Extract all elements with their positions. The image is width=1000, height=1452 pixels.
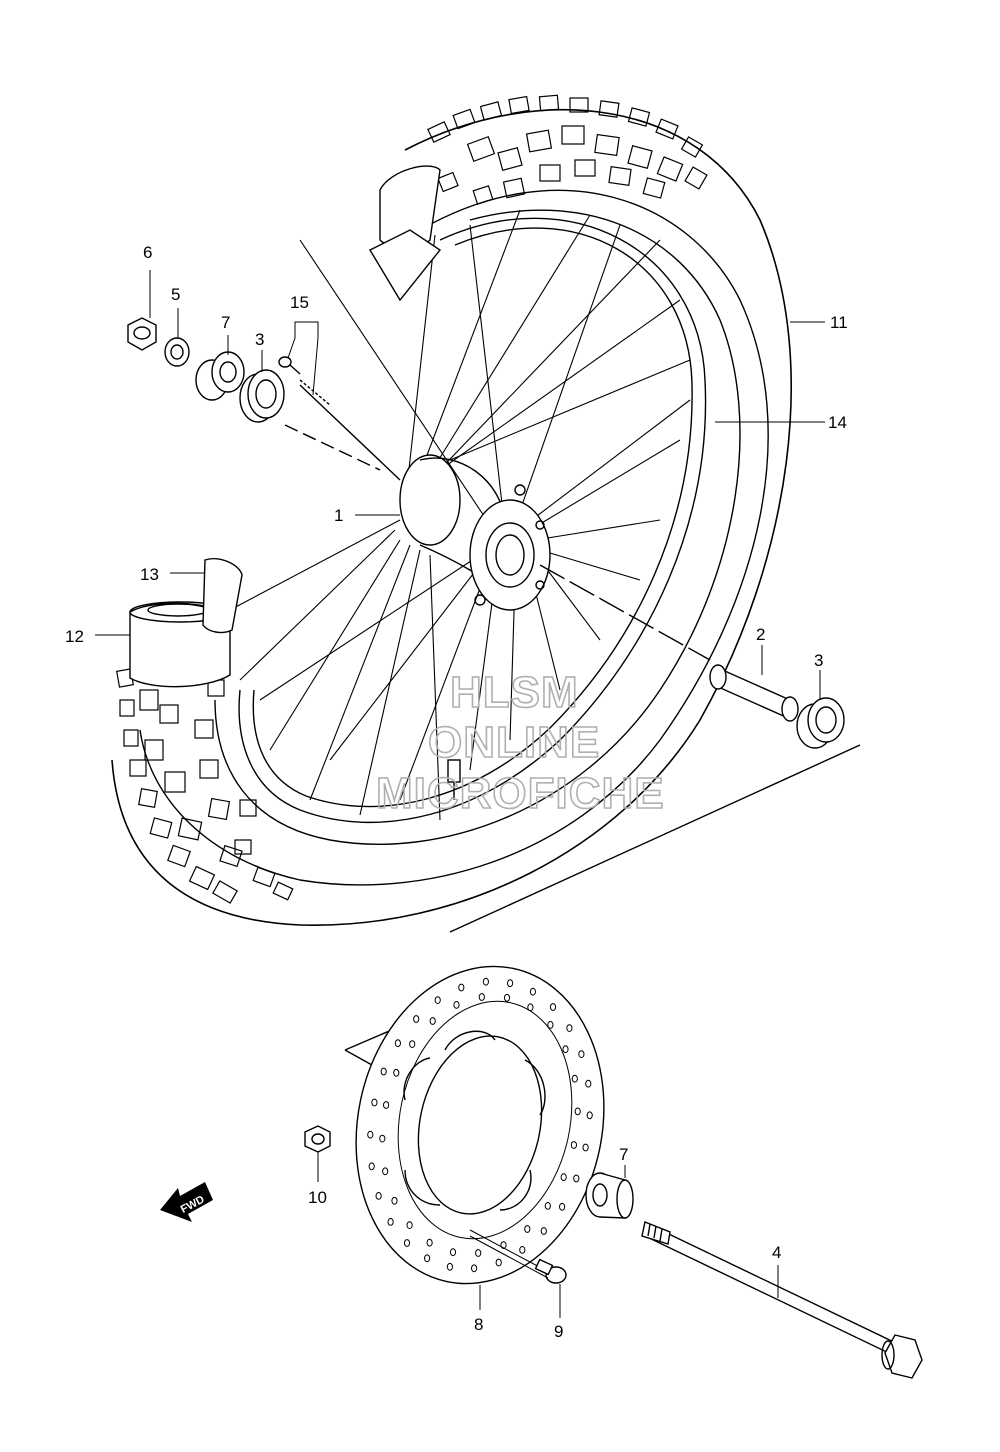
- disc-hole: [578, 1050, 585, 1058]
- disc-hole: [549, 1003, 557, 1011]
- callout-6: 6: [143, 243, 152, 262]
- spokes: [229, 209, 691, 821]
- disc-hole: [453, 1001, 460, 1009]
- watermark-line-1: HLSM: [450, 668, 579, 717]
- callout-8: 8: [474, 1315, 483, 1334]
- rim: [238, 217, 707, 824]
- callout-1: 1: [334, 506, 343, 525]
- disc-hole: [449, 1248, 457, 1257]
- disc-hole: [519, 1246, 526, 1254]
- callout-15: 15: [290, 293, 309, 312]
- hub: [399, 454, 551, 611]
- callout-7-left: 7: [221, 313, 230, 332]
- disc-hole: [478, 993, 485, 1001]
- disc-hole: [403, 1239, 411, 1247]
- callout-7-right: 7: [619, 1145, 628, 1164]
- callout-11: 11: [830, 313, 848, 332]
- callout-9: 9: [554, 1322, 563, 1341]
- disc-hole: [458, 983, 465, 992]
- callout-3-left: 3: [255, 330, 264, 349]
- axle-4: [641, 1221, 923, 1379]
- disc-hole: [382, 1167, 389, 1176]
- disc-hole: [544, 1202, 551, 1210]
- disc-hole: [503, 993, 511, 1002]
- disc-hole: [586, 1111, 593, 1120]
- fwd-arrow-icon: FWD: [160, 1182, 213, 1222]
- disc-hole: [495, 1258, 502, 1267]
- disc-hole: [426, 1238, 433, 1247]
- nut-6: [127, 317, 157, 351]
- spoke-15: [278, 356, 401, 481]
- disc-hole: [379, 1134, 386, 1143]
- collar-7-left: [195, 351, 245, 401]
- disc-hole: [429, 1017, 436, 1025]
- watermark: HLSM ONLINE MICROFICHE: [375, 667, 665, 819]
- disc-hole: [471, 1264, 478, 1273]
- disc-hole: [582, 1143, 589, 1152]
- washer-5: [164, 337, 190, 367]
- disc-hole: [475, 1249, 482, 1257]
- disc-hole: [570, 1141, 578, 1149]
- disc-hole: [527, 1003, 534, 1012]
- disc-hole: [393, 1068, 400, 1077]
- disc-hole: [375, 1192, 382, 1200]
- disc-hole: [446, 1262, 453, 1271]
- disc-hole: [424, 1254, 431, 1263]
- disc-hole: [566, 1024, 573, 1032]
- disc-hole: [573, 1174, 580, 1183]
- bearing-3-right: [796, 697, 845, 749]
- disc-hole: [524, 1225, 531, 1233]
- disc-hole: [413, 1015, 420, 1023]
- disc-hole: [559, 1202, 566, 1211]
- disc-hole: [507, 979, 514, 988]
- disc-hole: [540, 1227, 547, 1235]
- callout-12: 12: [65, 627, 84, 646]
- callout-10: 10: [308, 1188, 327, 1207]
- disc-hole: [482, 977, 489, 986]
- disc-hole: [547, 1021, 554, 1029]
- callout-4: 4: [772, 1243, 781, 1262]
- collar-7-right: [585, 1172, 634, 1219]
- disc-hole: [367, 1130, 374, 1139]
- disc-hole: [391, 1196, 398, 1205]
- valve: [447, 759, 461, 800]
- disc-hole: [434, 996, 441, 1004]
- disc-hole: [406, 1221, 413, 1229]
- callout-2: 2: [756, 625, 765, 644]
- disc-hole: [574, 1107, 581, 1116]
- callouts: 6 5 7 3 15 1 13 12 11 14 2 3 7 4 10 8 9: [65, 243, 848, 1341]
- disc-hole: [368, 1162, 375, 1171]
- bearing-3-left: [239, 369, 285, 423]
- tire: [111, 94, 792, 926]
- callout-3-right: 3: [814, 651, 823, 670]
- disc-hole: [383, 1101, 390, 1109]
- callout-13: 13: [140, 565, 159, 584]
- valve-cover: [202, 558, 243, 634]
- callout-14: 14: [828, 413, 847, 432]
- disc-hole: [500, 1241, 507, 1249]
- disc-hole: [387, 1218, 394, 1226]
- disc-hole: [409, 1040, 416, 1048]
- watermark-line-2: ONLINE: [428, 718, 600, 767]
- disc-hole: [562, 1045, 569, 1054]
- disc-hole: [371, 1098, 378, 1107]
- disc-hole: [585, 1079, 592, 1088]
- disc-hole: [394, 1039, 401, 1048]
- watermark-line-3: MICROFICHE: [376, 769, 665, 818]
- spacer-2: [709, 664, 799, 722]
- callout-5: 5: [171, 285, 180, 304]
- brake-disc: [344, 965, 605, 1285]
- bolt-9: [469, 1229, 567, 1284]
- disc-hole: [560, 1173, 567, 1182]
- tube-band-top: [369, 165, 442, 302]
- leader-lines: [95, 270, 825, 1318]
- disc-hole: [529, 987, 537, 996]
- disc-hole: [380, 1067, 387, 1076]
- nut-10: [304, 1125, 331, 1153]
- disc-hole: [571, 1074, 578, 1083]
